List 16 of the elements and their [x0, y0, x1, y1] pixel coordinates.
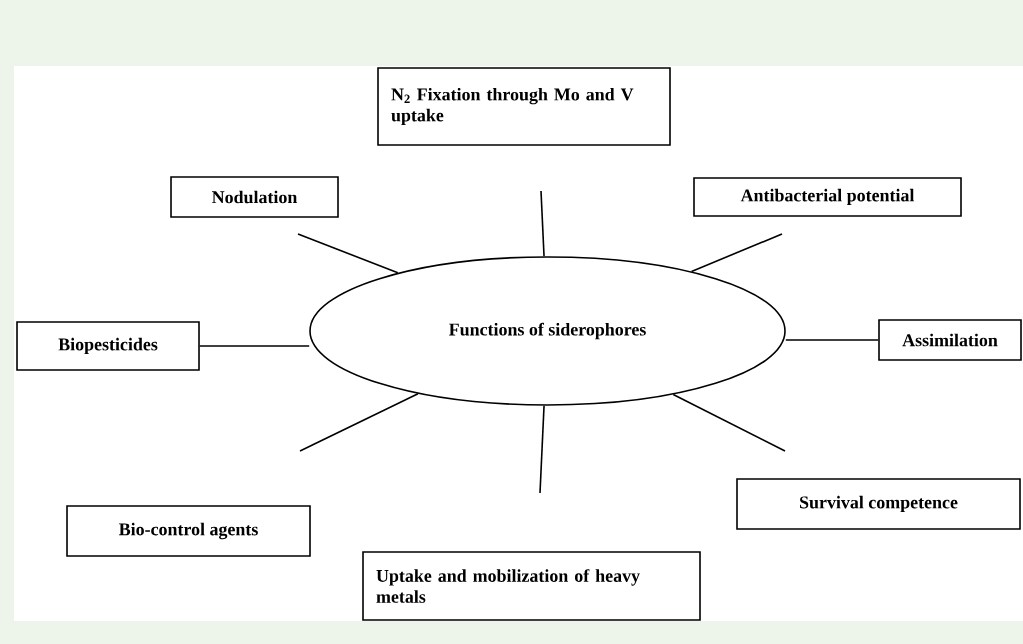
connector-line	[672, 393, 786, 452]
function-box: Bio-control agents	[66, 505, 311, 557]
function-box: Assimilation	[878, 319, 1022, 361]
connector-line	[297, 233, 399, 274]
function-box: Uptake and mobilization of heavy metals	[362, 551, 701, 621]
connector-line	[690, 233, 783, 273]
function-box: Biopesticides	[16, 321, 200, 371]
function-box: Survival competence	[736, 478, 1021, 530]
connector-line	[299, 392, 419, 452]
function-box: Antibacterial potential	[693, 177, 962, 217]
connector-line	[199, 345, 310, 347]
connector-line	[785, 339, 879, 341]
function-box: Nodulation	[170, 176, 339, 218]
connector-line	[540, 190, 545, 257]
function-box: N$_{2}$ Fixation through Mo and V uptake	[377, 67, 671, 146]
connector-line	[539, 405, 545, 494]
